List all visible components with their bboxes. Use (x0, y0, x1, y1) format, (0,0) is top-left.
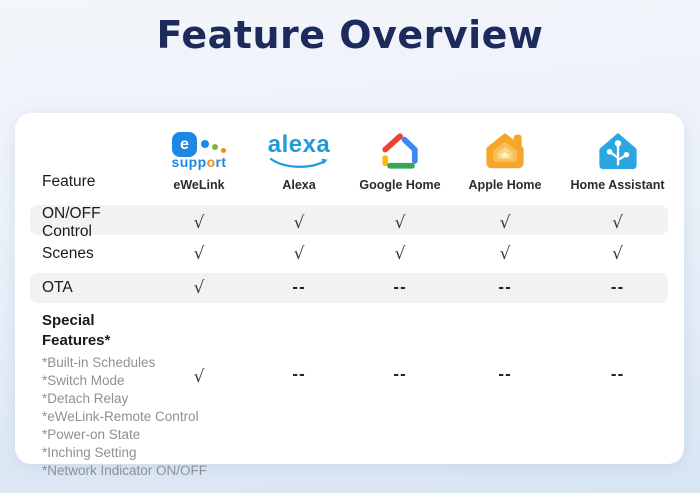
value-google-home: -- (393, 367, 407, 383)
column-header-google-home: Google Home (350, 113, 450, 201)
column-label-alexa: Alexa (282, 178, 316, 192)
value-alexa: √ (293, 213, 305, 233)
value-apple-home: -- (498, 367, 512, 383)
value-alexa: -- (292, 280, 306, 296)
value-ewelink: √ (193, 278, 205, 298)
table-row-scenes: Scenes √ √ √ √ √ (15, 239, 684, 269)
ewelink-support-text: support (171, 154, 227, 170)
ewelink-e-badge: e (171, 132, 197, 157)
feature-label: Scenes (42, 245, 94, 262)
ewelink-dot-blue (200, 140, 209, 148)
special-features-cell: Special Features* *Built-in Schedules *S… (15, 309, 208, 480)
value-google-home: √ (394, 244, 406, 264)
special-feature-item: *Power-on State (42, 427, 141, 442)
table-row-ota: OTA √ -- -- -- -- (15, 273, 684, 303)
alexa-logo-icon: alexa (268, 129, 331, 173)
special-feature-item: *Switch Mode (42, 373, 125, 388)
page-title: Feature Overview (156, 13, 544, 57)
value-google-home: √ (394, 213, 406, 233)
value-ewelink: √ (193, 213, 205, 233)
alexa-swoosh-icon (269, 157, 328, 168)
table-row-special-features: Special Features* *Built-in Schedules *S… (15, 309, 684, 480)
feature-column-header: Feature (42, 173, 96, 190)
column-header-apple-home: Apple Home (450, 113, 560, 201)
ewelink-logo-icon: e support (172, 129, 227, 173)
column-header-ewelink: e support eWeLink (150, 113, 248, 201)
column-label-home-assistant: Home Assistant (570, 178, 665, 192)
feature-label: OTA (42, 279, 73, 296)
value-apple-home: √ (499, 244, 511, 264)
ewelink-dot-green (211, 144, 218, 150)
feature-label: ON/OFF Control (42, 205, 101, 240)
value-home-assistant: -- (610, 280, 625, 296)
column-header-alexa: alexa Alexa (248, 113, 350, 201)
table-row-onoff-control: ON/OFF Control √ √ √ √ √ (15, 205, 684, 240)
special-feature-item: *Built-in Schedules (42, 355, 156, 370)
special-feature-item: *Inching Setting (42, 445, 137, 460)
value-home-assistant: √ (612, 244, 623, 264)
feature-table-card: Feature e support eWeLink alexa (15, 113, 684, 478)
google-home-logo-icon (379, 129, 421, 173)
special-feature-item: *eWeLink-Remote Control (42, 409, 199, 424)
apple-home-logo-icon (480, 129, 530, 173)
column-header-home-assistant: Home Assistant (560, 113, 675, 201)
column-label-google-home: Google Home (359, 178, 441, 192)
value-ewelink: √ (193, 244, 205, 264)
special-features-heading: Special Features* (42, 312, 111, 349)
value-alexa: -- (292, 367, 306, 383)
value-google-home: -- (393, 280, 407, 296)
column-label-apple-home: Apple Home (468, 178, 542, 192)
table-header-row: Feature e support eWeLink alexa (15, 113, 684, 201)
value-ewelink: √ (193, 367, 205, 387)
special-feature-item: *Network Indicator ON/OFF (42, 463, 208, 478)
value-home-assistant: √ (612, 213, 623, 233)
value-alexa: √ (293, 244, 305, 264)
special-features-list: *Built-in Schedules *Switch Mode *Detach… (42, 354, 208, 480)
value-home-assistant: -- (610, 367, 625, 383)
value-apple-home: √ (499, 213, 511, 233)
column-label-ewelink: eWeLink (173, 178, 225, 192)
value-apple-home: -- (498, 280, 512, 296)
home-assistant-logo-icon (596, 129, 640, 173)
special-feature-item: *Detach Relay (42, 391, 129, 406)
ewelink-dot-orange (220, 148, 226, 153)
